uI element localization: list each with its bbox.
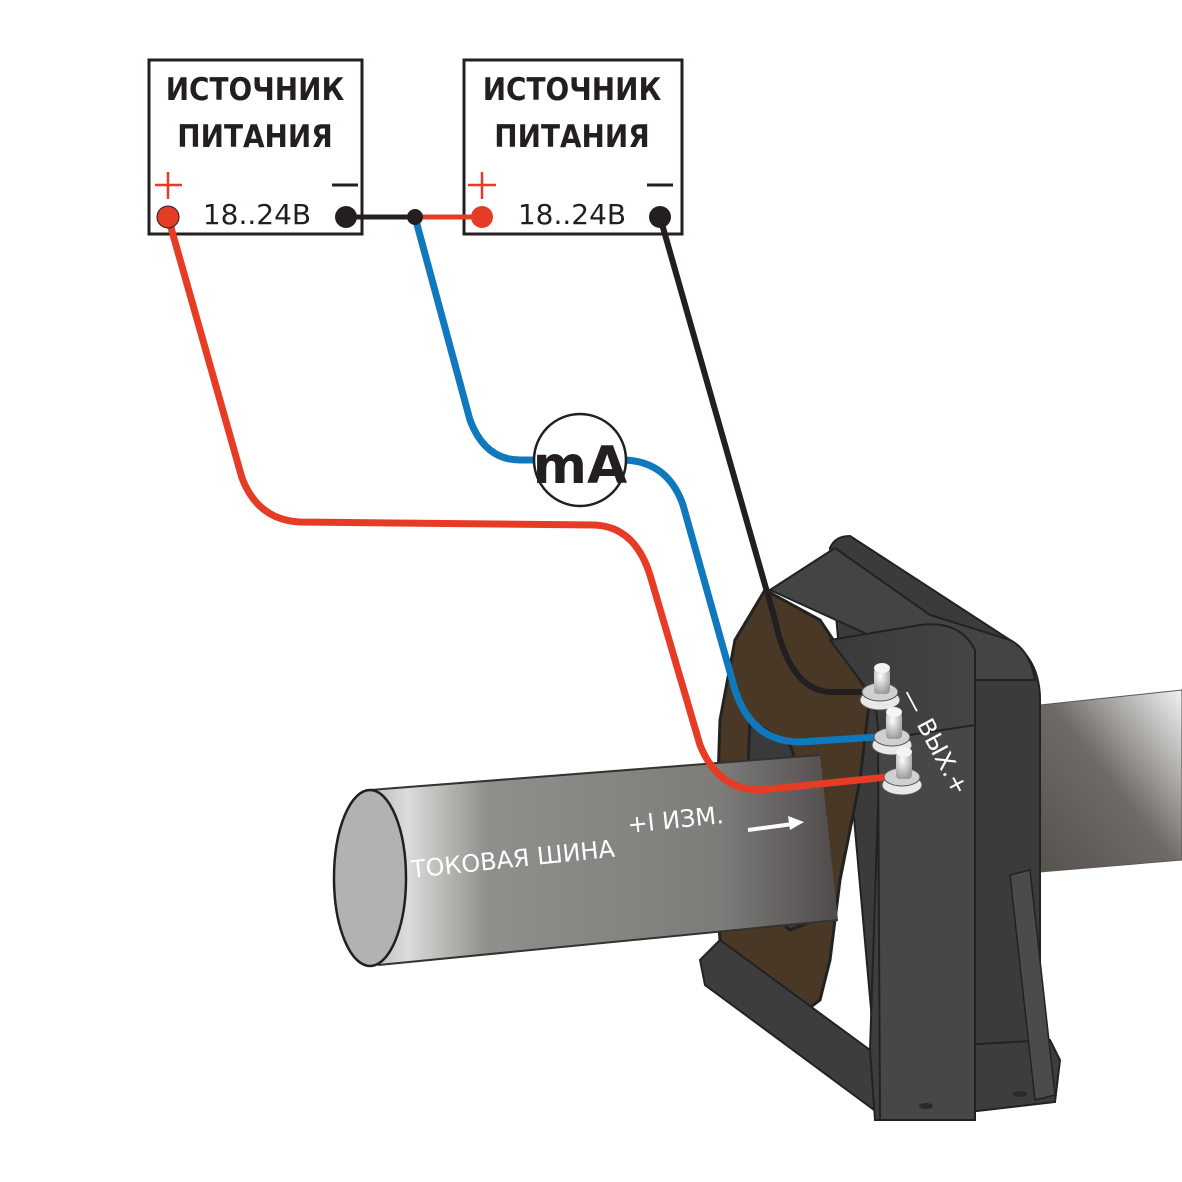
bus-bar-end bbox=[332, 788, 408, 968]
wire-blue-to-sensor bbox=[624, 456, 879, 746]
wire-red-main bbox=[164, 216, 889, 794]
current-sensor bbox=[698, 534, 1062, 1122]
meter-label: mA bbox=[533, 436, 627, 496]
psu2-title-line1: ИСТОЧНИК bbox=[483, 72, 662, 108]
bus-bar-right bbox=[1039, 689, 1182, 873]
psu1-plus-icon bbox=[155, 172, 182, 199]
psu2-title-line2: ПИТАНИЯ bbox=[494, 119, 649, 155]
psu2-plus-terminal bbox=[471, 206, 493, 228]
junction-node bbox=[407, 209, 423, 225]
wire-black-main bbox=[657, 216, 862, 695]
power-supply-1: ИСТОЧНИК ПИТАНИЯ 18..24В bbox=[147, 58, 364, 236]
psu2-plus-icon bbox=[468, 172, 496, 199]
psu2-minus-terminal bbox=[649, 206, 671, 228]
psu1-title-line1: ИСТОЧНИК bbox=[166, 72, 345, 108]
bus-bar: ТОКОВАЯ ШИНА +I ИЗМ. bbox=[332, 754, 839, 968]
psu1-title-line2: ПИТАНИЯ bbox=[177, 119, 332, 155]
wire-blue-to-meter bbox=[411, 216, 535, 464]
psu1-voltage: 18..24В bbox=[203, 198, 311, 231]
psu2-voltage: 18..24В bbox=[518, 198, 626, 231]
power-supply-2: ИСТОЧНИК ПИТАНИЯ 18..24В bbox=[462, 58, 684, 236]
terminal-bolt-minus bbox=[859, 663, 901, 711]
psu1-plus-terminal bbox=[156, 205, 180, 229]
terminal-bolt-plus bbox=[881, 747, 923, 796]
milliammeter: mA bbox=[532, 412, 628, 508]
current-direction-arrow-icon bbox=[747, 816, 804, 832]
psu1-minus-terminal bbox=[335, 206, 357, 228]
